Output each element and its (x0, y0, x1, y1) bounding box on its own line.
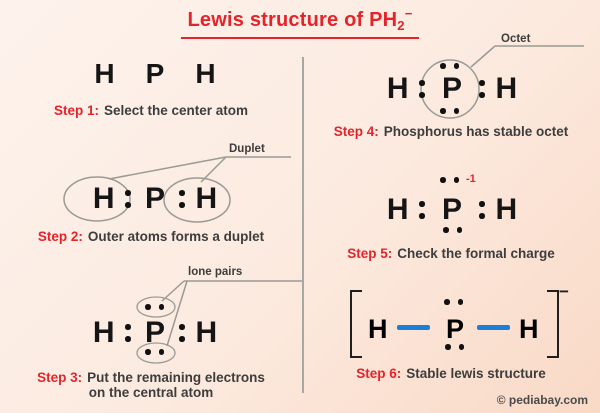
atom-h: H (92, 316, 115, 349)
atom-h: H (519, 314, 539, 344)
atom-p: P (145, 58, 165, 89)
step6-caption: Step 6: Stable lewis structure (302, 366, 600, 381)
formal-charge-label: -1 (466, 173, 476, 185)
octet-label: Octet (501, 33, 531, 45)
atom-p: P (446, 314, 465, 344)
octet-dots-top (440, 63, 459, 69)
electron-pair-dots (479, 201, 485, 219)
step4-caption-text: Phosphorus has stable octet (383, 124, 569, 139)
atom-h: H (94, 58, 115, 89)
octet-dots-bottom (440, 108, 459, 114)
step6-dots-bottom (445, 344, 464, 350)
atom-h: H (195, 182, 218, 215)
bracket-right (547, 290, 559, 358)
step6-label: Step 6: (356, 366, 402, 381)
electron-pair-dots (179, 190, 185, 208)
step6-caption-text: Stable lewis structure (406, 366, 546, 381)
step4-label: Step 4: (333, 124, 379, 139)
step2-label: Step 2: (37, 229, 83, 244)
atom-h: H (195, 58, 216, 89)
atom-h: H (386, 72, 409, 105)
step5-dots-bottom (443, 227, 462, 233)
bracket-left (350, 290, 362, 358)
electron-pair-dots (125, 324, 131, 342)
step3-caption: Step 3: Put the remaining electrons on th… (0, 370, 302, 400)
electron-pair-dots (125, 190, 131, 208)
ion-charge-superscript: − (559, 282, 569, 301)
electron-pair-dots (479, 80, 485, 98)
octet-leader-lines (470, 45, 584, 68)
step1-formula: H P H (55, 60, 255, 88)
lone-pairs-label: lone pairs (188, 266, 243, 278)
atom-p: P (441, 193, 462, 226)
title-subscript: 2 (397, 18, 405, 33)
title-main: Lewis structure of PH (187, 9, 398, 31)
page-title: Lewis structure of PH2− (0, 6, 600, 39)
bond-left (397, 325, 430, 330)
lone-pair-dots-top (145, 304, 164, 310)
step1-label: Step 1: (53, 103, 99, 118)
electron-pair-dots (419, 80, 425, 98)
step5-dots-top (440, 177, 459, 183)
electron-pair-dots (179, 324, 185, 342)
step4-formula: H P H (352, 74, 552, 104)
atom-h: H (495, 72, 518, 105)
atom-p: P (144, 182, 165, 215)
step5-formula: H P H (352, 195, 552, 225)
step2-formula: H P H (55, 184, 255, 214)
bond-right (477, 325, 510, 330)
duplet-leader-lines (108, 156, 291, 183)
atom-h: H (495, 193, 518, 226)
atom-h: H (368, 314, 388, 344)
atom-h: H (386, 193, 409, 226)
step3-caption-text-line2: on the central atom (88, 385, 214, 400)
step4-caption: Step 4: Phosphorus has stable octet (302, 124, 600, 139)
title-text: Lewis structure of PH2− (181, 6, 419, 39)
title-superscript: − (404, 6, 413, 21)
step5-label: Step 5: (347, 246, 393, 261)
atom-p: P (441, 72, 462, 105)
step5-caption-text: Check the formal charge (397, 246, 555, 261)
electron-pair-dots (419, 201, 425, 219)
duplet-label: Duplet (229, 143, 265, 155)
lone-pair-dots-bottom (145, 349, 164, 355)
step1-caption-text: Select the center atom (103, 103, 249, 118)
step1-caption: Step 1: Select the center atom (0, 103, 302, 118)
step3-label: Step 3: (37, 370, 83, 385)
column-divider (302, 57, 304, 393)
atom-p: P (144, 316, 165, 349)
atom-h: H (92, 182, 115, 215)
step2-caption: Step 2: Outer atoms forms a duplet (0, 229, 302, 244)
step3-caption-text: Put the remaining electrons (87, 370, 265, 385)
step6-dots-top (444, 299, 463, 305)
atom-h: H (195, 316, 218, 349)
copyright: © pediabay.com (496, 393, 588, 407)
step3-formula: H P H (55, 318, 255, 348)
step2-caption-text: Outer atoms forms a duplet (87, 229, 265, 244)
step5-caption: Step 5: Check the formal charge (302, 246, 600, 261)
